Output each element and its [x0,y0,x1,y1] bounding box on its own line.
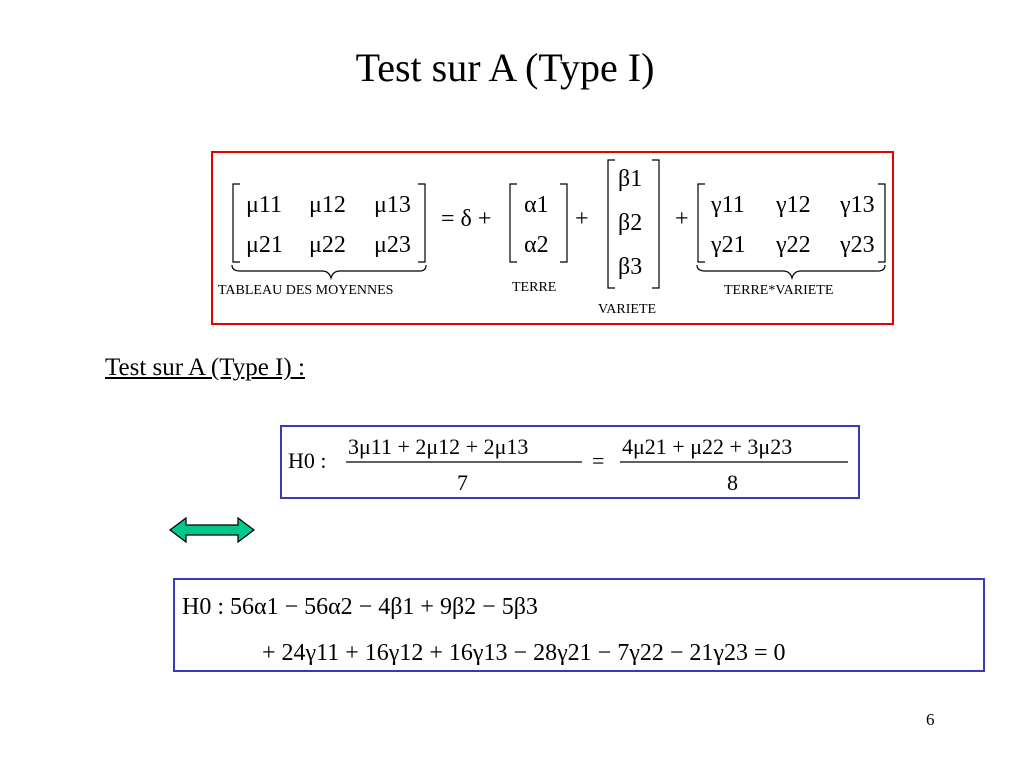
gamma-bracket-right [878,183,886,263]
label-tableau: TABLEAU DES MOYENNES [218,283,393,298]
hypothesis-params-box [173,578,985,672]
numerator-right: 4μ21 + μ22 + 3μ23 [622,434,792,459]
mu-22: μ22 [309,232,346,258]
alpha-bracket-right [560,183,568,263]
mu-13: μ13 [374,192,411,218]
mu-21: μ21 [246,232,283,258]
params-line-2: + 24γ11 + 16γ12 + 16γ13 − 28γ21 − 7γ22 −… [262,640,786,666]
gamma-12: γ12 [775,192,811,218]
beta-vector: β1 β2 β3 [618,166,642,280]
label-terre: TERRE [512,280,556,295]
numerator-left: 3μ11 + 2μ12 + 2μ13 [348,434,528,459]
model-equation-box [211,151,894,325]
double-arrow-icon [169,516,255,544]
mu-bracket-right [418,183,426,263]
denominator-left: 7 [457,470,468,495]
label-variete: VARIETE [598,302,656,317]
gamma-21: γ21 [710,232,746,258]
gamma-matrix: γ11 γ12 γ13 γ21 γ22 γ23 [710,192,875,258]
beta-bracket-right [652,159,660,289]
gamma-11: γ11 [710,192,745,218]
equals-sign: = [592,448,604,473]
gamma-22: γ22 [775,232,811,258]
plus-sign-1: + [575,206,589,232]
beta-2: β2 [618,210,642,236]
h0-label: H0 : [288,448,327,473]
alpha-2: α2 [524,232,549,258]
gamma-13: γ13 [839,192,875,218]
section-subtitle: Test sur A (Type I) : [105,354,305,381]
hypothesis-means-box [280,425,860,499]
beta-3: β3 [618,254,642,280]
gamma-underbrace [696,264,886,281]
page-number: 6 [926,710,935,729]
mu-23: μ23 [374,232,411,258]
gamma-23: γ23 [839,232,875,258]
mu-matrix: μ11 μ12 μ13 μ21 μ22 μ23 [246,192,411,258]
mu-bracket-left [232,183,240,263]
alpha-1: α1 [524,192,549,218]
slide-title: Test sur A (Type I) [355,45,655,90]
beta-1: β1 [618,166,642,192]
alpha-vector: α1 α2 [524,192,549,258]
hypothesis-params: H0 : 56α1 − 56α2 − 4β1 + 9β2 − 5β3 + 24γ… [182,594,786,666]
gamma-bracket-left [697,183,705,263]
denominator-right: 8 [727,470,738,495]
params-line-1: H0 : 56α1 − 56α2 − 4β1 + 9β2 − 5β3 [182,594,538,620]
label-interaction: TERRE*VARIETE [724,283,833,298]
plus-sign-2: + [675,206,689,232]
mu-11: μ11 [246,192,282,218]
alpha-bracket-left [509,183,517,263]
beta-bracket-left [607,159,615,289]
mu-underbrace [231,264,427,281]
equals-delta: = δ + [441,206,491,232]
mu-12: μ12 [309,192,346,218]
hypothesis-means: H0 : 3μ11 + 2μ12 + 2μ13 7 = 4μ21 + μ22 +… [288,434,848,495]
